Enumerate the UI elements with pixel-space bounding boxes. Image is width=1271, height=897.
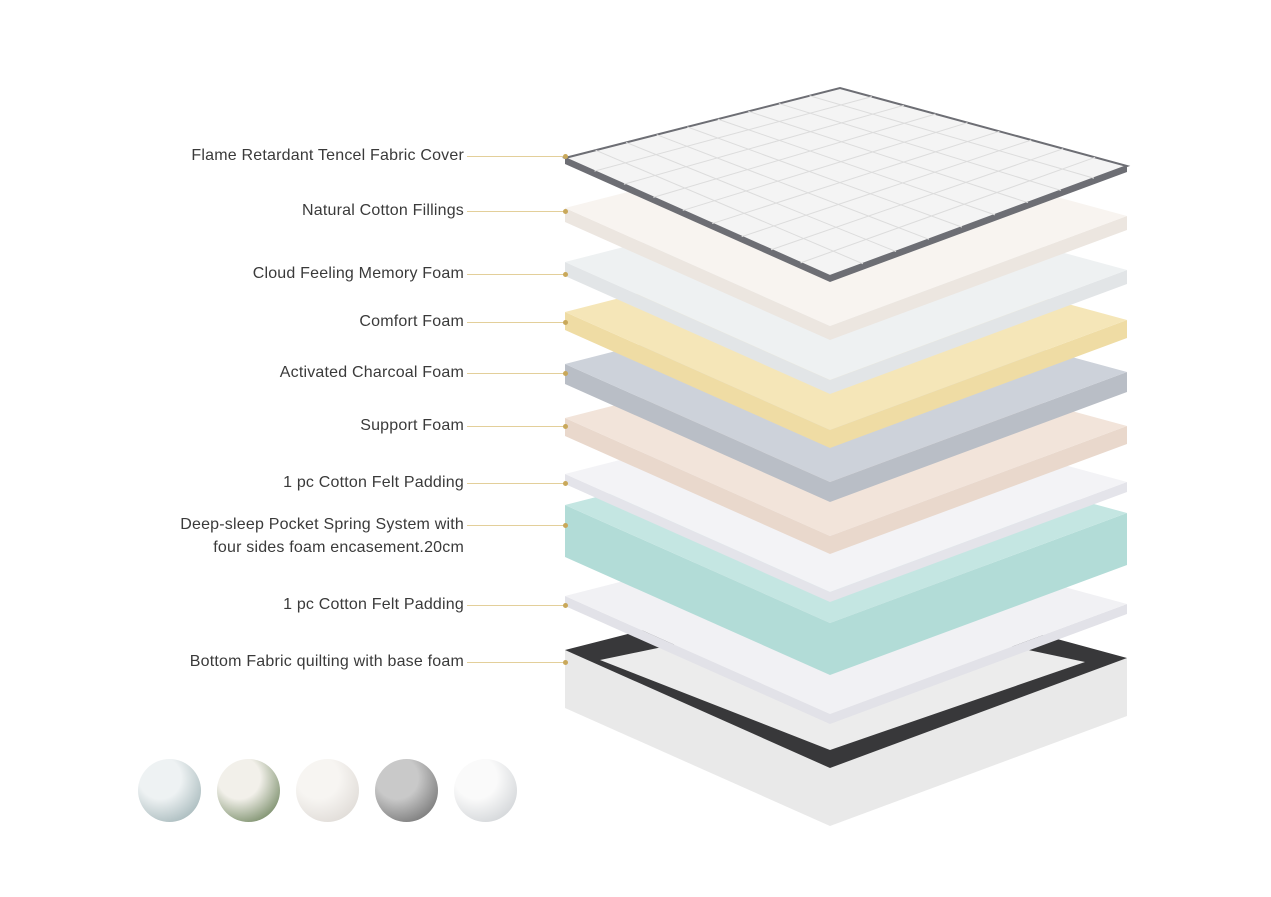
- layer-side: [565, 596, 830, 724]
- leader-dot: [563, 424, 568, 429]
- leader-dot: [563, 481, 568, 486]
- quilt-line: [770, 148, 1064, 251]
- leader-dot: [563, 371, 568, 376]
- quilt-line: [748, 110, 1029, 204]
- leader-line: [467, 662, 565, 663]
- quilt-line: [653, 113, 936, 198]
- leader-line: [467, 274, 565, 275]
- layer-side: [830, 658, 1127, 826]
- layer-side: [830, 513, 1127, 675]
- quilt-line: [623, 104, 904, 185]
- quilt-line: [809, 95, 1095, 179]
- leader-dot: [563, 209, 568, 214]
- quilt-line: [656, 134, 930, 240]
- layer-side: [830, 270, 1127, 394]
- leader-line: [467, 525, 565, 526]
- layer-side: [565, 158, 830, 282]
- label-felt-padding-bottom: 1 pc Cotton Felt Padding: [283, 596, 464, 613]
- pocket-spring-icon: [454, 759, 517, 822]
- layer-side: [830, 372, 1127, 502]
- leader-line: [467, 605, 565, 606]
- quilt-line: [625, 141, 897, 253]
- leader-dot: [563, 523, 568, 528]
- leader-dot: [563, 154, 568, 159]
- layer-side: [565, 208, 830, 340]
- label-charcoal-foam: Activated Charcoal Foam: [279, 364, 464, 381]
- label-pocket-spring-line2: four sides foam encasement.20cm: [213, 539, 464, 556]
- leader-line: [467, 426, 565, 427]
- label-support-foam: Support Foam: [360, 417, 464, 434]
- label-cotton-fillings: Natural Cotton Fillings: [302, 202, 464, 219]
- leader-dot: [563, 272, 568, 277]
- layer-side: [565, 505, 830, 675]
- leader-line: [467, 483, 565, 484]
- layer-side: [830, 604, 1127, 724]
- leader-dot: [563, 320, 568, 325]
- leader-line: [467, 322, 565, 323]
- quilt-line: [717, 118, 996, 216]
- label-cover: Flame Retardant Tencel Fabric Cover: [191, 147, 464, 164]
- layer-side: [565, 474, 830, 602]
- quilt-line: [687, 126, 963, 228]
- fiber-icon: [138, 759, 201, 822]
- label-comfort-foam: Comfort Foam: [359, 313, 464, 330]
- foam-block-icon: [375, 759, 438, 822]
- quilt-line: [682, 122, 968, 211]
- quilt-line: [741, 139, 1032, 238]
- layer-side: [565, 418, 830, 554]
- layer-side: [830, 482, 1127, 602]
- layer-side: [830, 426, 1127, 554]
- label-bottom-fabric: Bottom Fabric quilting with base foam: [189, 653, 464, 670]
- layer-side: [565, 312, 830, 448]
- layer-side: [565, 262, 830, 394]
- layer-side: [830, 320, 1127, 448]
- layer-side: [830, 216, 1127, 340]
- leader-dot: [563, 660, 568, 665]
- quilt-line: [778, 103, 1062, 191]
- quilt-line: [594, 96, 873, 172]
- leader-line: [467, 211, 565, 212]
- label-felt-padding-top: 1 pc Cotton Felt Padding: [283, 474, 464, 491]
- label-pocket-spring-line1: Deep-sleep Pocket Spring System with: [180, 516, 464, 533]
- layer-side: [565, 650, 830, 826]
- cotton-icon: [217, 759, 280, 822]
- leader-dot: [563, 603, 568, 608]
- quilt-line: [800, 156, 1096, 264]
- memory-foam-hand-icon: [296, 759, 359, 822]
- leader-line: [467, 156, 565, 157]
- leader-line: [467, 373, 565, 374]
- layer-side: [830, 166, 1127, 282]
- label-memory-foam: Cloud Feeling Memory Foam: [252, 265, 464, 282]
- layer-side: [565, 364, 830, 502]
- quilt-line: [595, 149, 864, 265]
- quilt-line: [712, 130, 1000, 225]
